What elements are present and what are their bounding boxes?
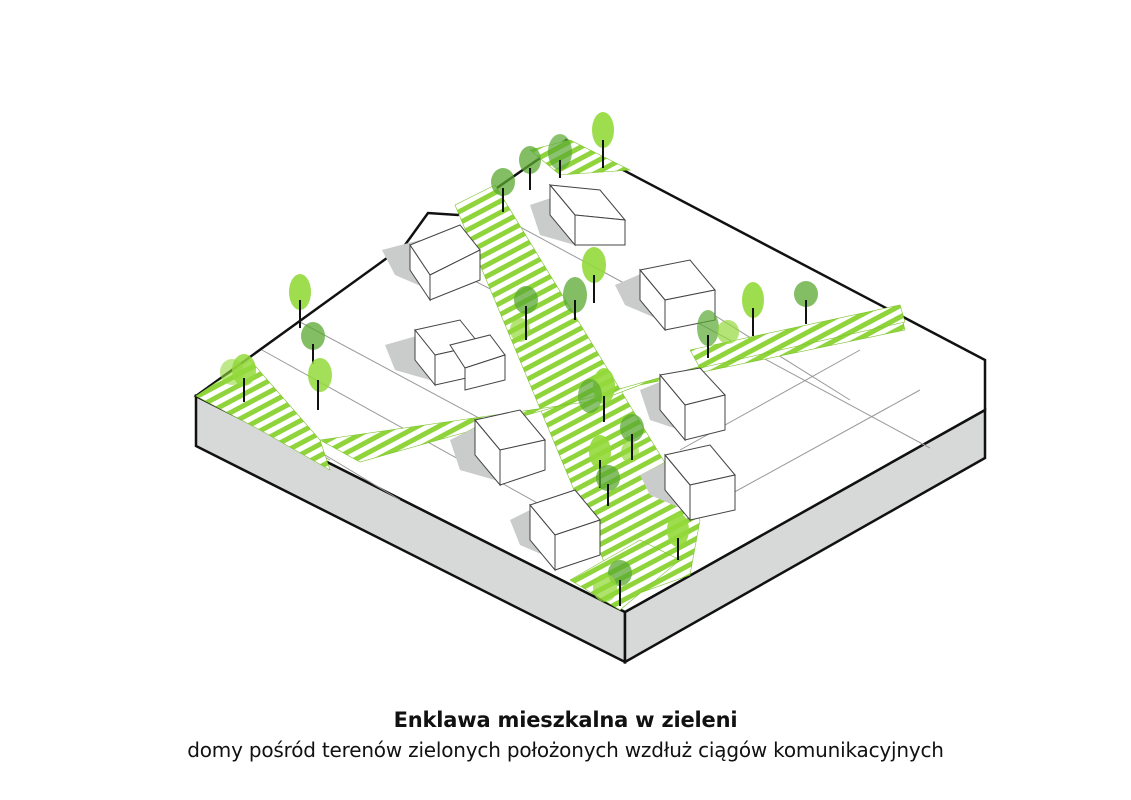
tree [548, 134, 572, 178]
tree [592, 112, 614, 168]
tree [563, 277, 587, 320]
house [659, 367, 726, 442]
tree [301, 322, 325, 364]
house [548, 183, 627, 247]
trees [220, 112, 818, 606]
tree [742, 282, 764, 336]
house [529, 489, 601, 572]
tree [308, 358, 332, 410]
tree [697, 310, 739, 358]
tree [667, 513, 689, 560]
corridor-right [689, 304, 906, 369]
tree [220, 354, 256, 402]
house [409, 224, 481, 302]
tree [596, 465, 620, 506]
tree [620, 414, 644, 463]
tree [491, 168, 515, 212]
house [664, 444, 736, 522]
tree [519, 146, 541, 190]
tree [578, 368, 615, 422]
tree [794, 281, 818, 324]
house [449, 334, 506, 391]
diagram-title: Enklawa mieszkalna w zieleni [393, 708, 738, 732]
houses [409, 183, 736, 572]
diagram-subtitle: domy pośród terenów zielonych położonych… [187, 738, 944, 762]
tree [510, 286, 538, 342]
tree [289, 274, 311, 328]
tree [582, 247, 606, 303]
house [474, 409, 546, 487]
tree [593, 560, 632, 606]
